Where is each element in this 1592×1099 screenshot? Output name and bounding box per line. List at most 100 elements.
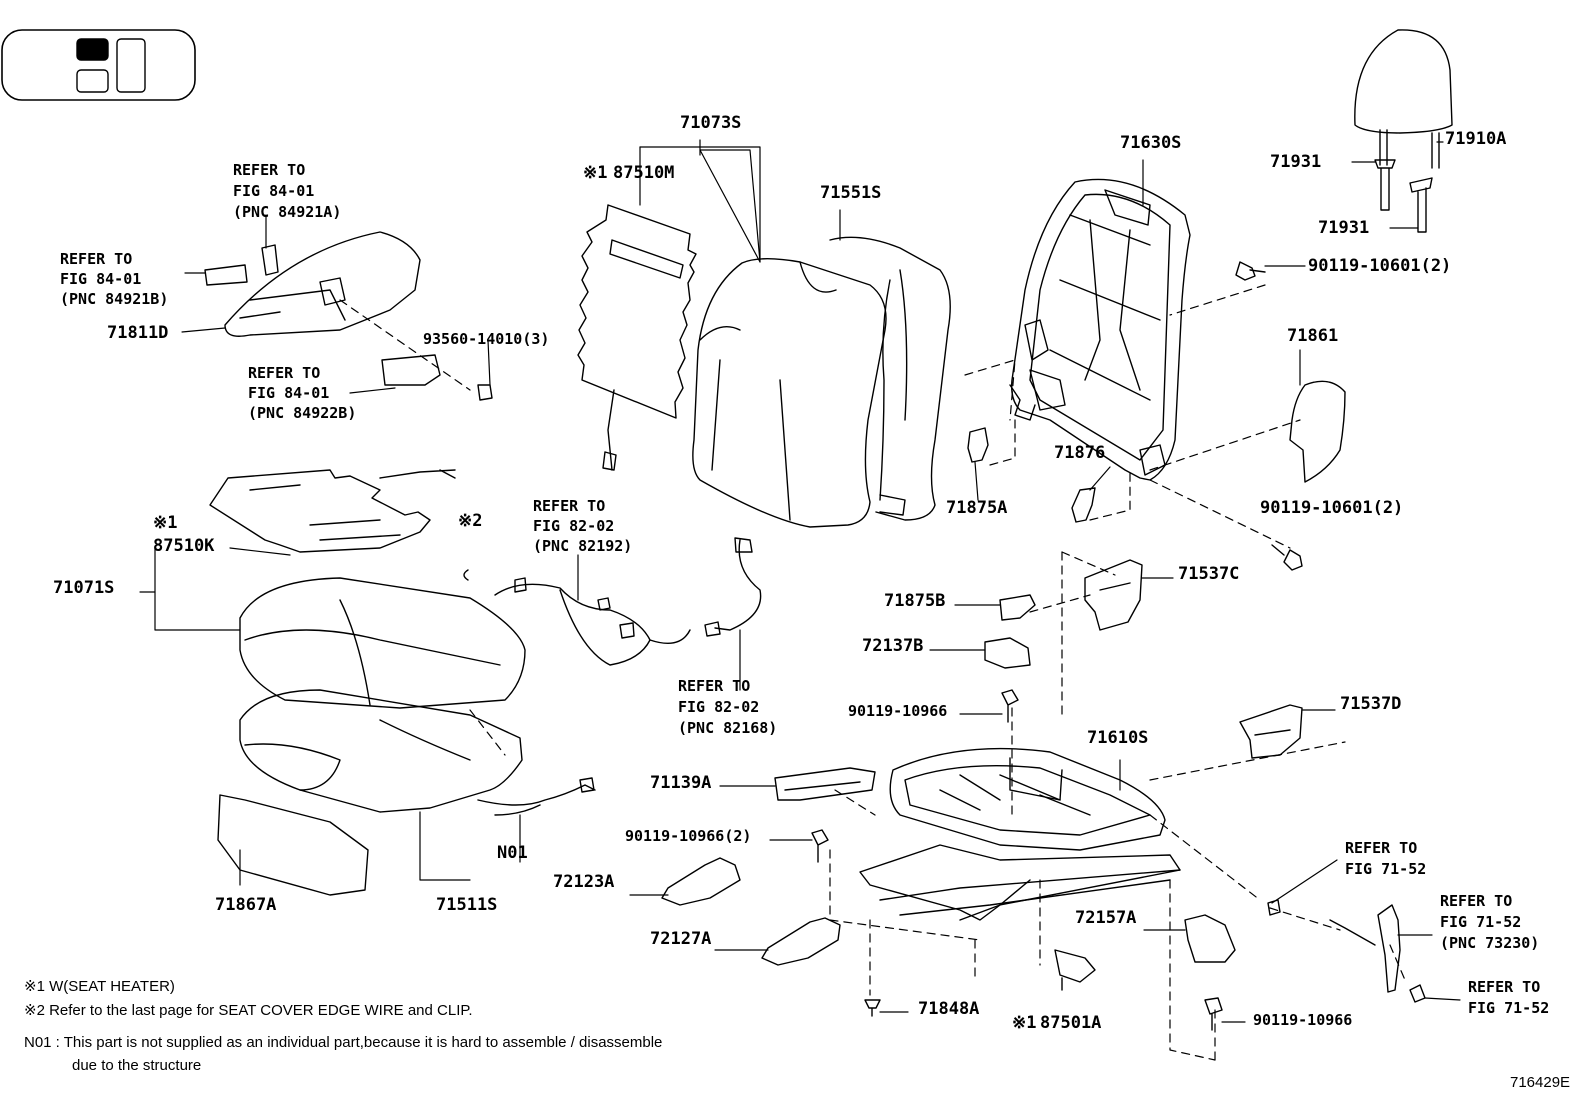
bolt-90119-10966-a [1001,689,1019,723]
label-71861: 71861 [1287,326,1339,346]
refer-line: FIG 82-02 [533,517,615,535]
footnote-N01: N01 : This part is not supplied as an in… [24,1034,663,1051]
label-90119-10601-bot: 90119-10601(2) [1260,498,1404,518]
seat-cushion-cover [239,577,526,709]
cover-72157A [1184,914,1236,963]
seat-belt-buckle [1267,899,1426,1003]
refer-line: REFER TO [1468,978,1541,996]
refer-line: FIG 84-01 [233,182,315,200]
label-72123A: 72123A [553,872,615,892]
cover-71875B [999,594,1036,621]
refer-block-82192: REFER TO FIG 82-02 (PNC 82192) [533,496,632,556]
label-71610S: 71610S [1087,728,1149,748]
refer-line: (PNC 84921B) [60,290,169,308]
switch-84921B [204,264,248,286]
refer-line: FIG 84-01 [60,270,142,288]
switch-84922B [381,354,441,386]
refer-line: (PNC 84922B) [248,404,357,422]
headrest-supports [1374,159,1433,233]
refer-line: REFER TO [248,364,321,382]
refer-block-82168: REFER TO FIG 82-02 (PNC 82168) [678,676,777,739]
label-71139A: 71139A [650,773,712,793]
back-shield [1289,380,1346,483]
back-heater-mat [577,204,697,471]
wire-N01 [477,777,596,816]
label-71511S: 71511S [436,895,498,915]
clip-71848A [864,999,881,1017]
seat-side-shield [224,231,421,337]
mark-2: ※2 [458,511,483,531]
label-71551S: 71551S [820,183,882,203]
refer-line: (PNC 84921A) [233,203,342,221]
label-90119-10601-top: 90119-10601(2) [1308,256,1452,276]
refer-block-71-52-a: REFER TO FIG 71-52 [1345,838,1426,880]
cover-72137B [984,637,1031,669]
label-90119-10966-b: 90119-10966 [1253,1011,1353,1029]
label-71876: 71876 [1054,443,1106,463]
side-cover-71867A [217,794,369,896]
footnote-2: ※2 Refer to the last page for SEAT COVER… [24,1002,473,1019]
label-71875A: 71875A [946,498,1008,518]
label-71071S: 71071S [53,578,115,598]
headrest [1354,29,1453,169]
screw-93560 [477,384,493,401]
refer-line: REFER TO [678,677,751,695]
cover-71876 [1071,487,1096,523]
refer-block-71-52-b: REFER TO FIG 71-52 [1468,977,1549,1019]
label-71537D: 71537D [1340,694,1402,714]
footnote-1: ※1 W(SEAT HEATER) [24,978,175,995]
label-71910A: 71910A [1445,129,1507,149]
sensor-87501A [1054,949,1096,991]
bolt-top [1235,261,1266,281]
label-72127A: 72127A [650,929,712,949]
cover-72127A [761,917,841,966]
label-71867A: 71867A [215,895,277,915]
seat-heater-mat [209,469,456,553]
refer-line: REFER TO [533,497,606,515]
refer-line: (PNC 82192) [533,537,633,555]
label-90119-10966-a: 90119-10966 [848,702,948,720]
bolt-90119-10966-b [1204,997,1223,1031]
mark-87501A: ※1 [1012,1013,1037,1033]
bolt-90119-10966-2 [811,829,829,863]
refer-line: FIG 82-02 [678,698,760,716]
label-71537C: 71537C [1178,564,1240,584]
label-87501A: 87501A [1040,1013,1102,1033]
label-72137B: 72137B [862,636,924,656]
refer-line: REFER TO [1440,892,1513,910]
seat-rails [859,844,1181,921]
bolt-bottom [1271,544,1303,571]
rail-cover-71139A [774,767,876,801]
wire-harness-82192 [494,577,691,666]
seat-frame [889,747,1166,851]
figure-id: 716429E [1510,1074,1571,1091]
refer-line: FIG 84-01 [248,384,330,402]
back-cover [692,149,951,528]
switch-84921A [261,244,279,276]
cover-71537C [1084,559,1143,631]
refer-block-84922B: REFER TO FIG 84-01 (PNC 84922B) [248,363,356,423]
refer-line: FIG 71-52 [1468,999,1550,1017]
cover-71875A [967,427,989,463]
cover-71537D [1239,704,1303,759]
refer-line: (PNC 82168) [678,719,778,737]
back-frame [1009,178,1191,481]
seat-pad [239,689,523,813]
label-93560-14010: 93560-14010(3) [423,330,550,348]
wire-harness-82168 [704,537,762,637]
mark-87510M: ※1 [583,163,608,183]
refer-line: FIG 71-52 [1345,860,1427,878]
label-71848A: 71848A [918,999,980,1019]
dashed-leaders [339,284,1406,1061]
mark-87510K: ※1 [153,513,178,533]
label-72157A: 72157A [1075,908,1137,928]
label-71073S: 71073S [680,113,742,133]
label-87510K: 87510K [153,536,215,556]
seat-position-icon [1,29,196,101]
refer-block-73230: REFER TO FIG 71-52 (PNC 73230) [1440,891,1539,954]
cover-72123A [661,857,741,906]
label-71811D: 71811D [107,323,169,343]
refer-line: REFER TO [60,250,133,268]
